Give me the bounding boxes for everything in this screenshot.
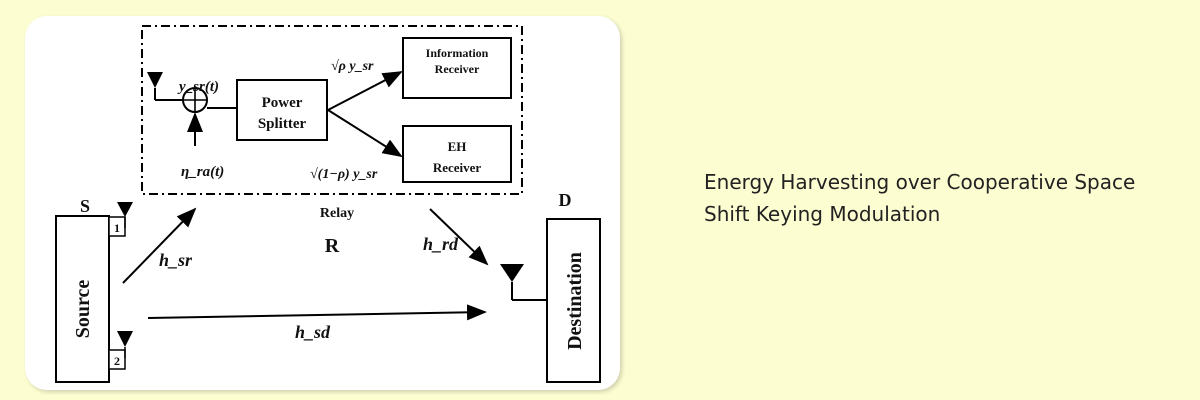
- link-sr-arrow: [122, 207, 197, 284]
- link-sd-arrow: [147, 304, 487, 321]
- source-antenna-2-icon: [117, 331, 133, 358]
- source-label: Source: [72, 280, 94, 339]
- splitter-label-line1: Power: [262, 95, 303, 111]
- relay-antenna-icon: [147, 72, 182, 101]
- diagram-card: y_sr(t) η_ra(t) Power Splitter √ρ y_sr √…: [25, 16, 620, 390]
- caption-line-1: Energy Harvesting over Cooperative Space: [704, 170, 1136, 194]
- destination-antenna-icon: [500, 264, 547, 301]
- link-sr-label: h_sr: [159, 250, 193, 270]
- signal-in-label: y_sr(t): [177, 79, 219, 95]
- link-rd-arrow: [429, 208, 489, 266]
- info-branch-label: √ρ y_sr: [331, 59, 374, 74]
- power-splitter-box: [236, 79, 328, 141]
- info-branch-arrow: [327, 71, 403, 111]
- eh-branch-label: √(1−ρ) y_sr: [310, 167, 378, 182]
- eh-receiver-line2: Receiver: [433, 160, 482, 175]
- source-port-2: [108, 349, 126, 370]
- source-box: [55, 215, 110, 383]
- eh-receiver-box: [402, 125, 512, 183]
- source-antenna-1-number: 1: [114, 221, 120, 235]
- info-receiver-line1: Information: [426, 46, 489, 60]
- relay-boundary: [141, 25, 523, 195]
- link-rd-label: h_rd: [423, 234, 459, 254]
- eh-receiver-line1: EH: [448, 139, 467, 154]
- caption-line-2: Shift Keying Modulation: [704, 202, 941, 226]
- splitter-label-line2: Splitter: [258, 116, 307, 132]
- info-receiver-line2: Receiver: [435, 62, 480, 76]
- source-antenna-1-icon: [117, 202, 133, 228]
- destination-label: Destination: [564, 252, 586, 350]
- relay-node-tag: R: [325, 235, 340, 257]
- caption: Energy Harvesting over Cooperative Space…: [704, 166, 1144, 230]
- noise-label: η_ra(t): [181, 164, 224, 180]
- link-sd-label: h_sd: [295, 322, 331, 342]
- relay-title: Relay: [320, 206, 354, 221]
- eh-branch-arrow: [327, 109, 403, 158]
- destination-tag: D: [559, 190, 572, 210]
- system-model-diagram: y_sr(t) η_ra(t) Power Splitter √ρ y_sr √…: [55, 25, 601, 383]
- source-antenna-2-number: 2: [114, 354, 120, 368]
- source-tag: S: [80, 196, 90, 216]
- destination-box: [546, 218, 601, 383]
- information-receiver-box: [402, 37, 512, 99]
